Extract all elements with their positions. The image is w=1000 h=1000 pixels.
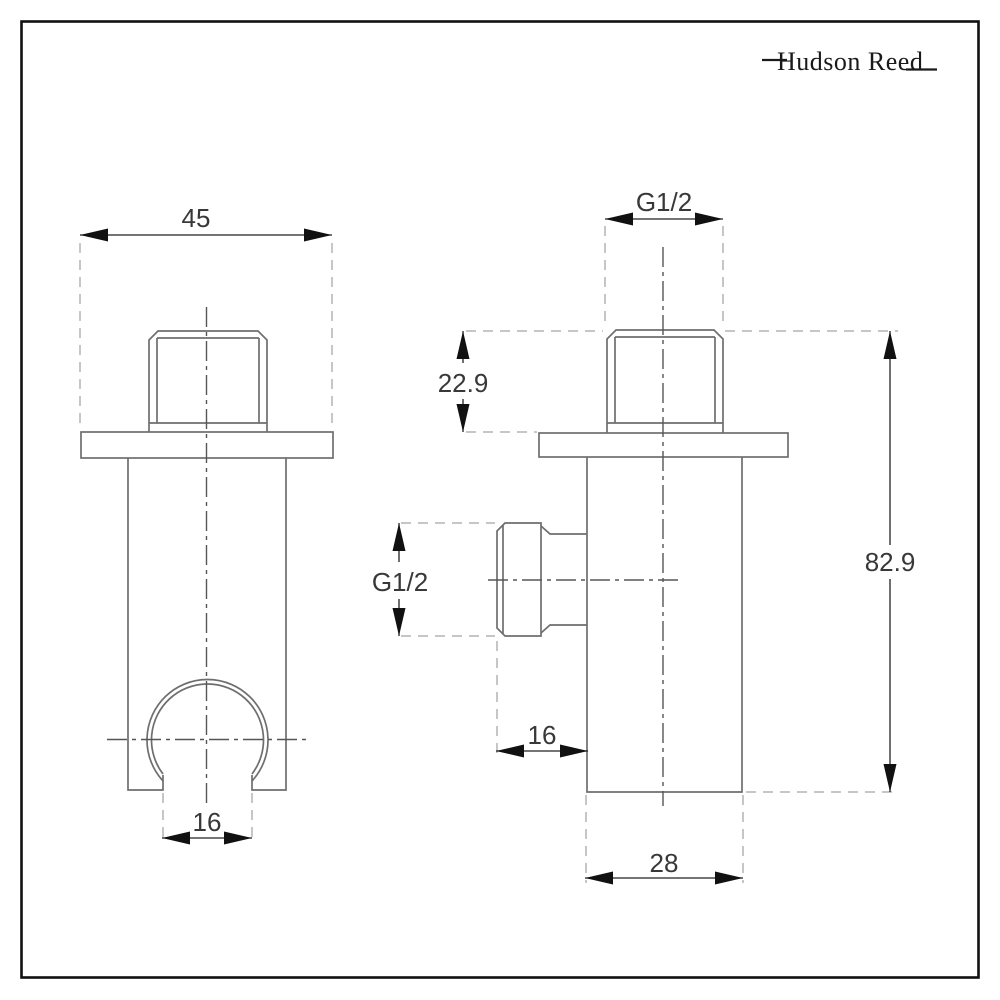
arrowhead-left: [605, 212, 633, 226]
arrowhead-down: [456, 404, 470, 432]
arrowhead-up: [456, 331, 470, 359]
arrowhead-right: [695, 212, 723, 226]
arrowhead-left: [162, 831, 190, 845]
brand-logo: Hudson Reed: [762, 47, 937, 76]
side-view: G1/2 22.9 82.9: [372, 187, 915, 885]
side-dim-body-depth: 28: [585, 795, 744, 885]
front-holder-ring-outer: [146, 678, 269, 782]
front-centerlines: [107, 307, 308, 806]
side-thread-fitting: [606, 329, 724, 433]
arrowhead-right: [224, 831, 252, 845]
side-centerlines: [488, 247, 682, 806]
side-body: [586, 457, 743, 793]
arrowhead-down: [883, 764, 897, 792]
arrowhead-right: [560, 744, 588, 758]
sheet-border: [20, 20, 980, 979]
front-width-label: 45: [182, 203, 211, 233]
front-thread-fitting: [148, 330, 268, 432]
logo-text: Hudson Reed: [777, 47, 923, 76]
side-overall-height-label: 82.9: [865, 547, 916, 577]
side-thread-label: G1/2: [372, 567, 428, 597]
arrowhead-left: [496, 744, 524, 758]
arrowhead-up: [392, 523, 406, 551]
front-body: [127, 458, 287, 791]
side-dim-top-thread: G1/2: [604, 187, 724, 328]
arrowhead-left: [585, 871, 613, 885]
side-dim-overall-height: 82.9: [725, 330, 916, 793]
side-outlet-projection-label: 16: [528, 720, 557, 750]
arrowhead-right: [304, 228, 332, 242]
front-part-outline: [80, 330, 334, 791]
side-dim-outlet-projection: 16: [496, 641, 588, 758]
arrowhead-right: [715, 871, 743, 885]
front-dim-width: 45: [79, 203, 333, 430]
front-holder-ring-inner: [150, 683, 265, 775]
side-top-thread-label: G1/2: [636, 187, 692, 217]
arrowhead-left: [80, 228, 108, 242]
side-dim-thread-length: 22.9: [438, 330, 603, 433]
arrowhead-down: [392, 608, 406, 636]
side-dim-side-thread: G1/2: [372, 522, 495, 637]
side-outlet-neck: [540, 525, 587, 634]
front-holder-opening-label: 16: [193, 807, 222, 837]
front-dim-holder-opening: 16: [162, 793, 253, 845]
arrowhead-up: [883, 331, 897, 359]
side-thread-length-label: 22.9: [438, 368, 489, 398]
side-part-outline: [496, 329, 789, 793]
side-body-depth-label: 28: [650, 848, 679, 878]
front-view: 45 16: [79, 203, 334, 845]
